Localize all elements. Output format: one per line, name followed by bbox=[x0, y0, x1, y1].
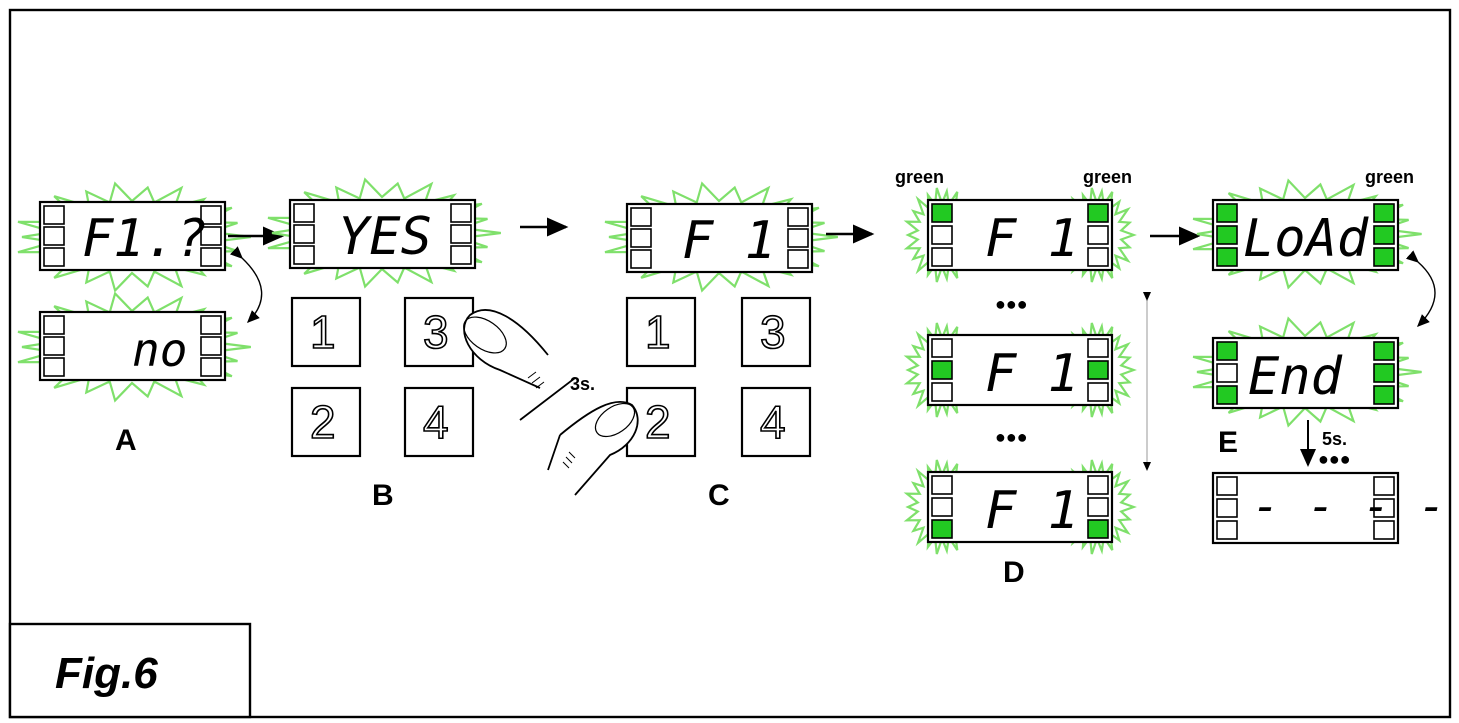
d-ellipsis-1: ●●● bbox=[995, 294, 1028, 314]
burst-a-top bbox=[17, 181, 251, 293]
figure-label-box bbox=[8, 622, 252, 719]
toggle-arrow-a bbox=[230, 246, 263, 323]
key-b-2 bbox=[290, 386, 362, 458]
d-left-note: green bbox=[895, 167, 944, 187]
key-c-4 bbox=[740, 386, 812, 458]
step-c: F 1 1 3 2 4 3s. C bbox=[547, 181, 838, 512]
display-e-bottom-text: End bbox=[1248, 347, 1343, 407]
key-c-1 bbox=[625, 296, 697, 368]
key-b-1 bbox=[290, 296, 362, 368]
key-b-3-label: 3 bbox=[423, 306, 449, 358]
display-d1-text: F 1 bbox=[985, 209, 1079, 269]
display-e-final bbox=[1211, 471, 1400, 545]
toggle-arrow-e bbox=[1405, 250, 1436, 327]
d-right-note: green bbox=[1083, 167, 1132, 187]
display-c bbox=[625, 202, 814, 274]
key-b-1-label: 1 bbox=[310, 306, 336, 358]
key-c-3-label: 3 bbox=[760, 306, 786, 358]
step-a-label: A bbox=[115, 424, 137, 457]
step-e: green LoAd End E 5s. ●●● - - - - bbox=[1192, 167, 1446, 545]
step-b: YES 1 3 2 4 B bbox=[267, 177, 576, 512]
finger-b bbox=[463, 309, 576, 421]
step-e-label: E bbox=[1218, 426, 1238, 459]
key-b-2-label: 2 bbox=[310, 396, 336, 448]
figure-label: Fig.6 bbox=[55, 649, 158, 698]
display-d1 bbox=[926, 198, 1114, 272]
fingernail-b bbox=[463, 316, 507, 354]
display-e-final-text: - - - - bbox=[1252, 479, 1446, 533]
display-e-top bbox=[1211, 198, 1400, 272]
e-ellipsis: ●●● bbox=[1318, 449, 1351, 469]
display-c-text: F 1 bbox=[682, 211, 776, 271]
burst-c bbox=[604, 181, 838, 293]
wait-note: 5s. bbox=[1322, 429, 1347, 449]
key-b-4 bbox=[403, 386, 475, 458]
display-d3 bbox=[926, 470, 1114, 544]
key-b-4-label: 4 bbox=[423, 396, 449, 448]
fingernail-c bbox=[594, 402, 636, 438]
display-e-bottom bbox=[1211, 336, 1400, 410]
hold-note: 3s. bbox=[570, 374, 595, 394]
display-b-text: YES bbox=[338, 207, 432, 267]
step-c-label: C bbox=[708, 479, 730, 512]
burst-b bbox=[267, 177, 501, 289]
key-c-3 bbox=[740, 296, 812, 368]
display-a-bottom-text: no bbox=[132, 323, 187, 377]
display-b bbox=[288, 198, 477, 270]
d-ellipsis-2: ●●● bbox=[995, 427, 1028, 447]
display-d3-text: F 1 bbox=[985, 481, 1079, 541]
display-e-top-text: LoAd bbox=[1243, 209, 1369, 269]
step-b-label: B bbox=[372, 479, 394, 512]
display-a-top-text: F1.? bbox=[82, 209, 207, 269]
display-d2 bbox=[926, 333, 1114, 407]
finger-c-marks bbox=[562, 451, 576, 469]
outer-border bbox=[8, 8, 1452, 719]
burst-a-bottom bbox=[17, 291, 251, 403]
e-right-note: green bbox=[1365, 167, 1414, 187]
step-a: F1.? no A bbox=[17, 181, 263, 457]
key-c-1-label: 1 bbox=[645, 306, 671, 358]
finger-b-marks bbox=[527, 371, 545, 389]
display-a-bottom bbox=[38, 310, 227, 382]
display-d2-text: F 1 bbox=[985, 344, 1079, 404]
key-b-3 bbox=[403, 296, 475, 368]
key-c-4-label: 4 bbox=[760, 396, 786, 448]
finger-c bbox=[547, 400, 639, 496]
display-a-top bbox=[38, 200, 227, 272]
step-d: green green F 1 ●●● F 1 ●●● F 1 D bbox=[895, 167, 1151, 589]
step-d-label: D bbox=[1003, 556, 1025, 589]
key-c-2-label: 2 bbox=[645, 396, 671, 448]
